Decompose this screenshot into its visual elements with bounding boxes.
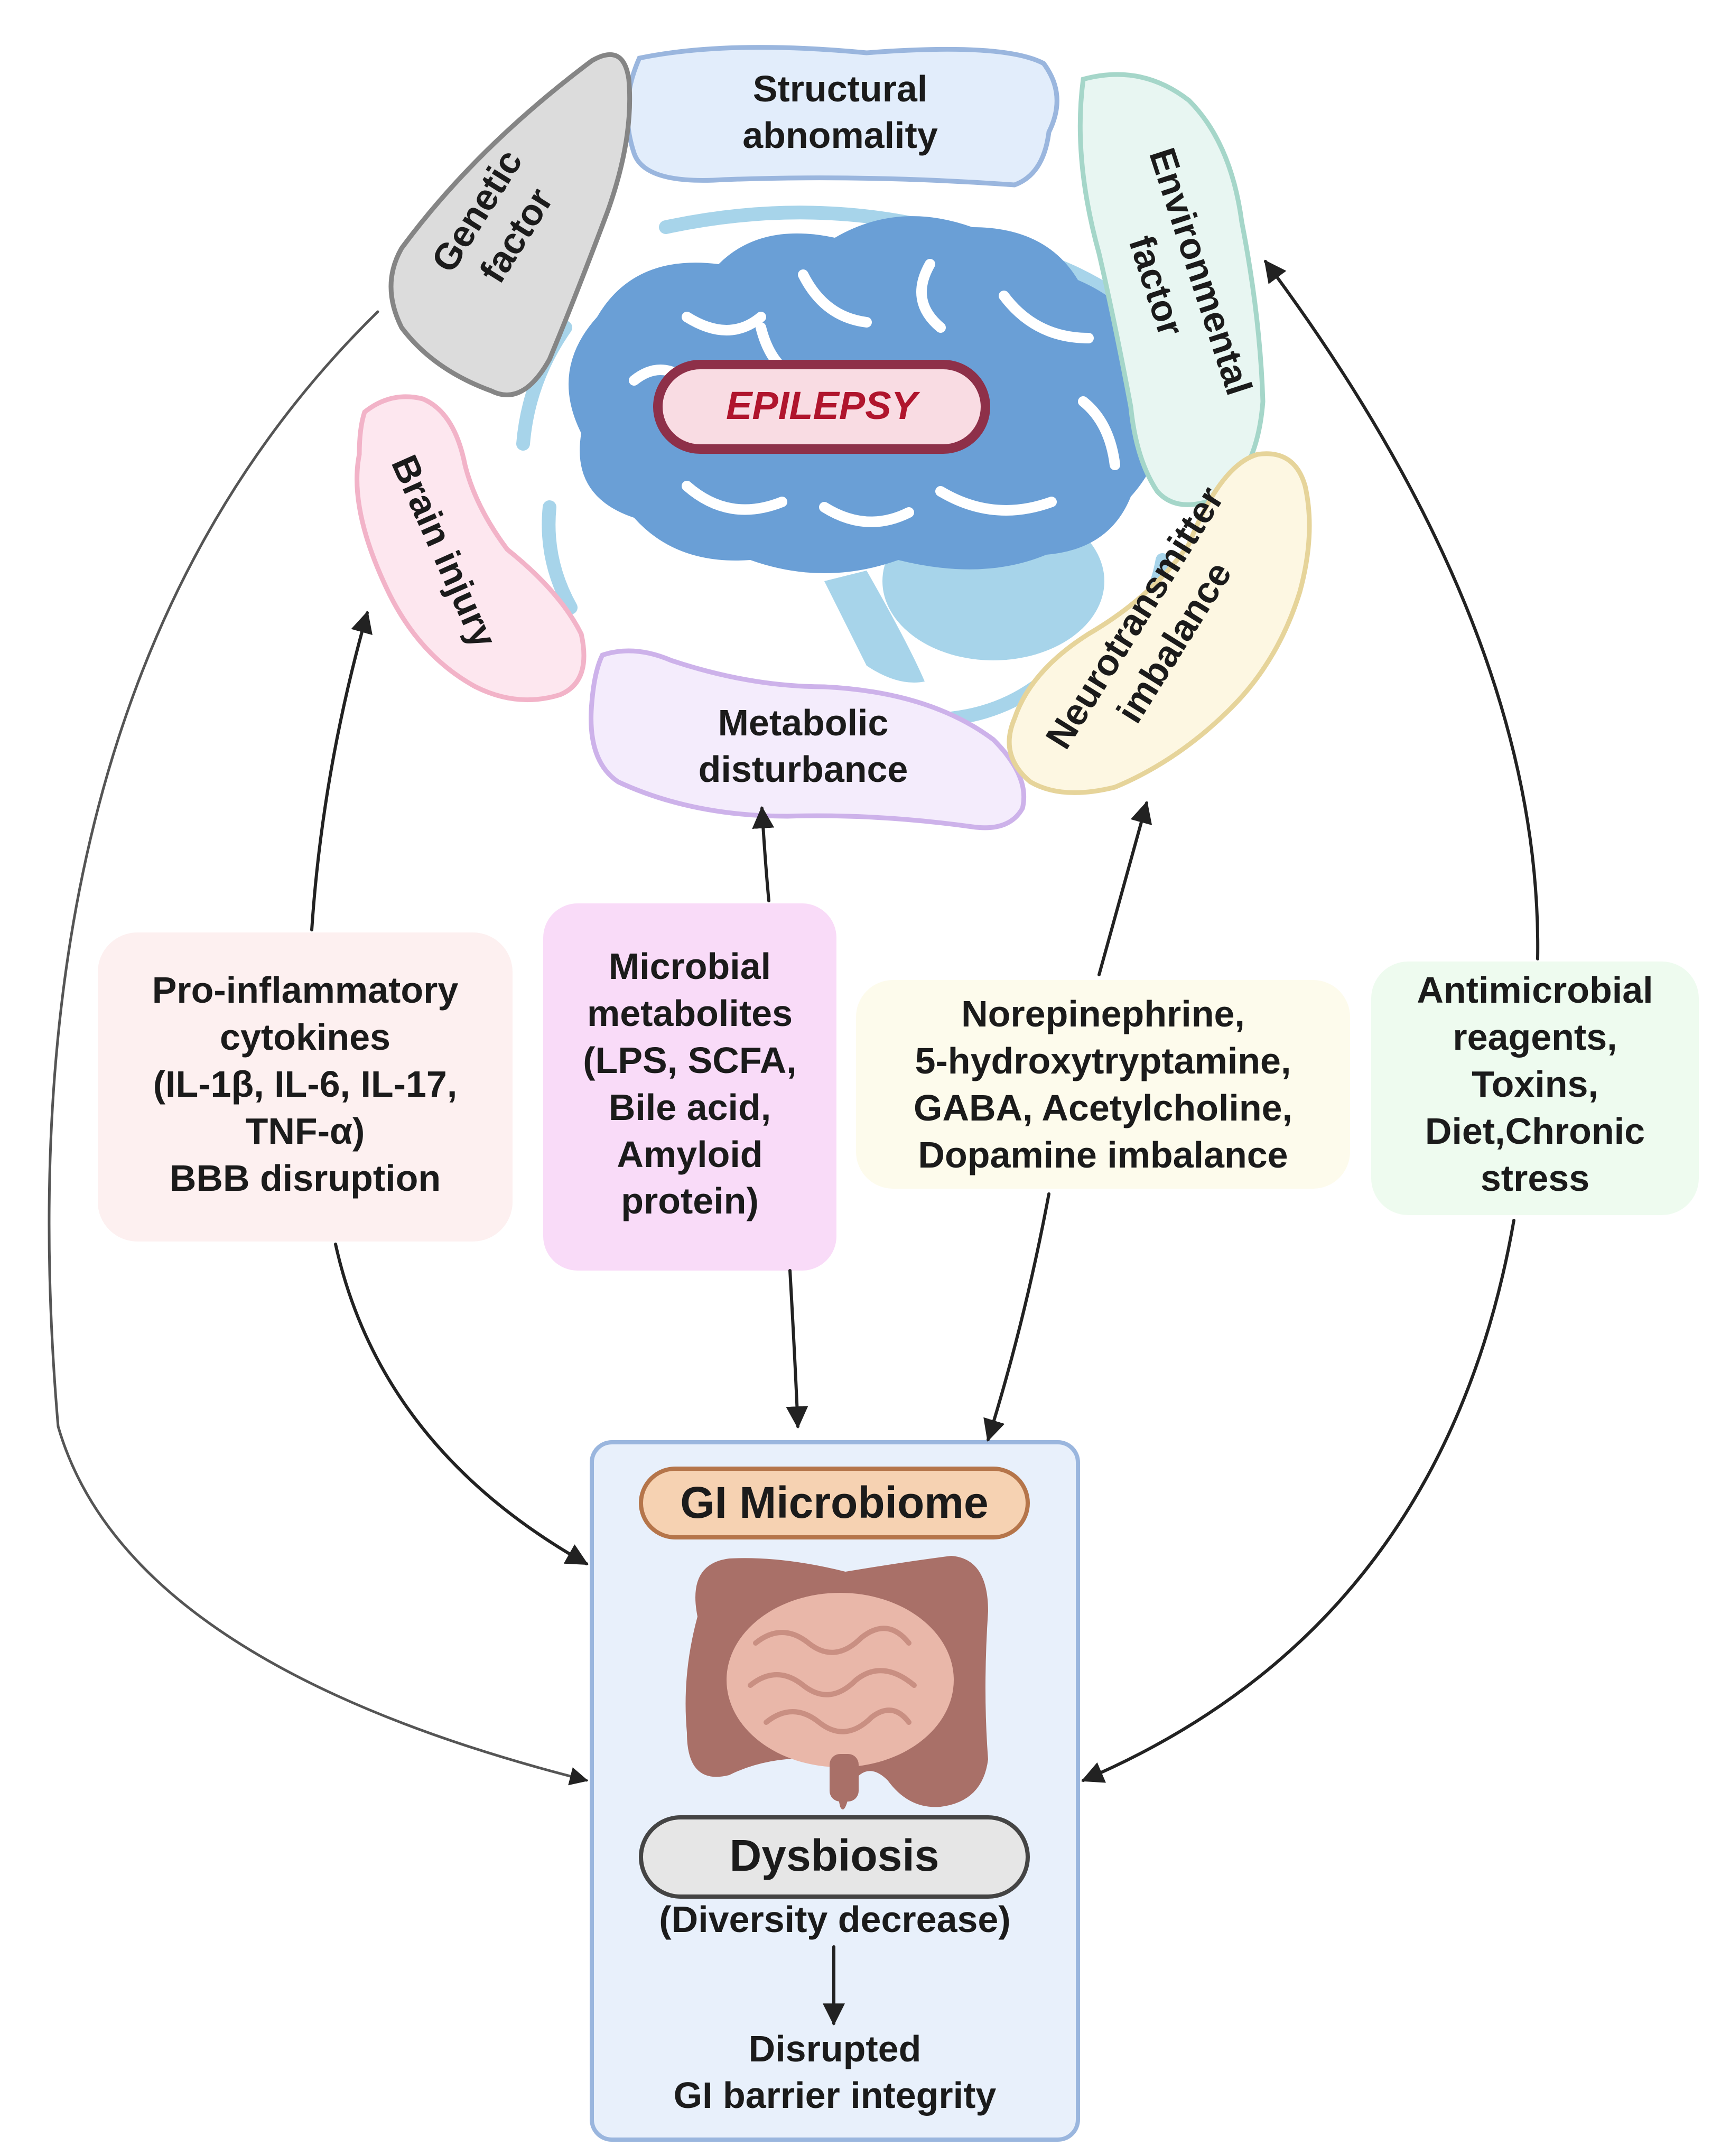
environmental-agents-box [1371, 962, 1699, 1215]
arrow-cytokines-to-brain-injury [310, 610, 373, 931]
arrow-genetic-to-gi [48, 310, 589, 1786]
arrow-neurotransmitters-to-imbalance [1097, 800, 1152, 976]
arrow-cytokines-to-gi [334, 1243, 589, 1565]
dysbiosis-pill [639, 1815, 1030, 1899]
epilepsy-pill [653, 360, 990, 454]
brain-injury-blob [355, 394, 587, 703]
arrow-neurotransmitters-to-gi [983, 1192, 1050, 1442]
neurotransmitter-imbalance-blob [1007, 451, 1312, 795]
metabolites-box [543, 903, 836, 1271]
arrow-environmental-agents-to-gi [1081, 1219, 1515, 1783]
arrow-metabolites-to-metabolic [752, 806, 775, 902]
genetic-factor-blob [388, 52, 632, 397]
cytokines-box [98, 932, 513, 1242]
arrow-environmental-agents-to-factor [1264, 259, 1540, 960]
neurotransmitters-box [856, 980, 1350, 1189]
gi-title-pill [639, 1467, 1030, 1539]
structural-abnormality-blob [625, 45, 1059, 188]
metabolic-disturbance-blob [589, 648, 1027, 830]
arrow-metabolites-to-gi [786, 1269, 808, 1429]
intestine-illustration [685, 1556, 988, 1809]
